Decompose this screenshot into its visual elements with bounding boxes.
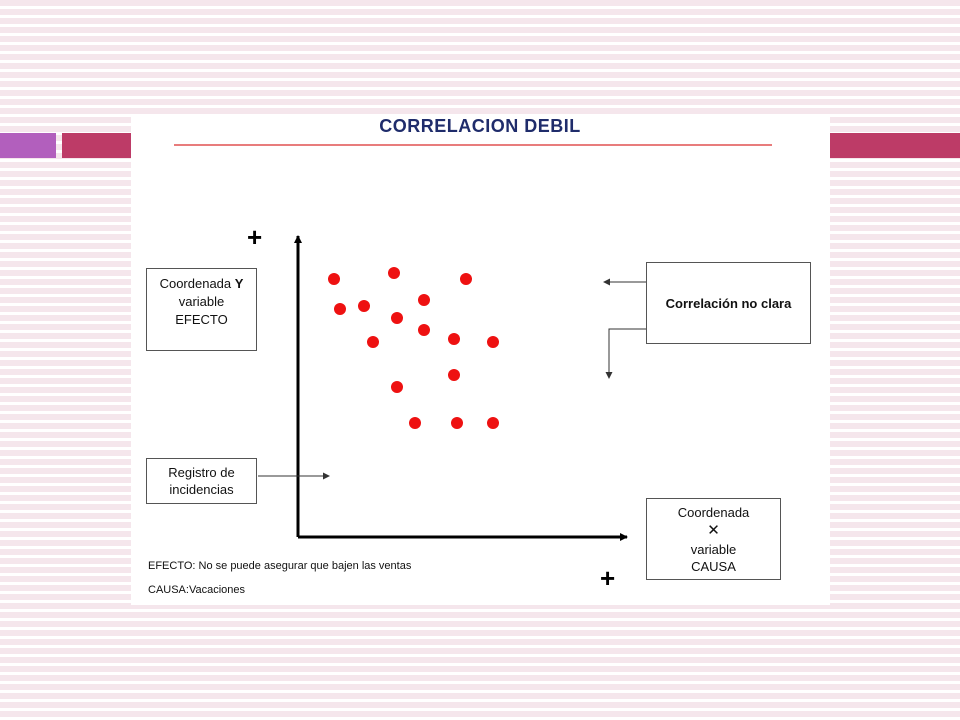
scatter-point-14	[409, 417, 421, 429]
x-box-label: Coordenada	[677, 505, 750, 520]
x-axis-plus-sign: +	[600, 563, 616, 593]
scatter-point-7	[391, 312, 403, 324]
y-axis-plus-sign: +	[247, 222, 263, 252]
scatter-points	[328, 267, 499, 429]
registro-box: Registro de incidencias	[146, 458, 257, 504]
x-box-causa: CAUSA	[691, 559, 736, 574]
scatter-point-9	[367, 336, 379, 348]
scatter-point-8	[418, 324, 430, 336]
scatter-point-4	[334, 303, 346, 315]
scatter-point-6	[418, 294, 430, 306]
x-box-variable: variable	[690, 542, 737, 557]
scatter-point-3	[460, 273, 472, 285]
diagram-title: CORRELACION DEBIL	[379, 116, 581, 136]
scatter-point-1	[328, 273, 340, 285]
x-coordinate-box: Coordenada ✕ variable CAUSA	[646, 498, 781, 580]
scatter-point-13	[391, 381, 403, 393]
scatter-point-11	[487, 336, 499, 348]
y-box-variable: variable	[178, 294, 225, 309]
correlacion-arrow-down	[605, 328, 646, 379]
scatter-point-12	[448, 369, 460, 381]
registro-line1: Registro de	[168, 465, 235, 480]
scatter-point-16	[487, 417, 499, 429]
scatter-point-15	[451, 417, 463, 429]
efecto-note: EFECTO: No se puede asegurar que bajen l…	[148, 560, 412, 572]
causa-note: CAUSA:Vacaciones	[148, 584, 246, 596]
scatter-point-10	[448, 333, 460, 345]
correlacion-text: Correlación no clara	[665, 296, 792, 311]
correlacion-box: Correlación no clara	[646, 262, 811, 344]
y-box-letter: Y	[234, 276, 244, 291]
y-coordinate-box: Coordenada Y variable EFECTO	[146, 268, 257, 351]
x-box-letter: ✕	[707, 522, 720, 539]
y-box-label: Coordenada	[159, 276, 235, 291]
accent-bar-left	[0, 133, 56, 158]
scatter-point-2	[388, 267, 400, 279]
registro-line2: incidencias	[169, 482, 234, 497]
scatter-point-5	[358, 300, 370, 312]
y-box-efecto: EFECTO	[175, 312, 228, 327]
